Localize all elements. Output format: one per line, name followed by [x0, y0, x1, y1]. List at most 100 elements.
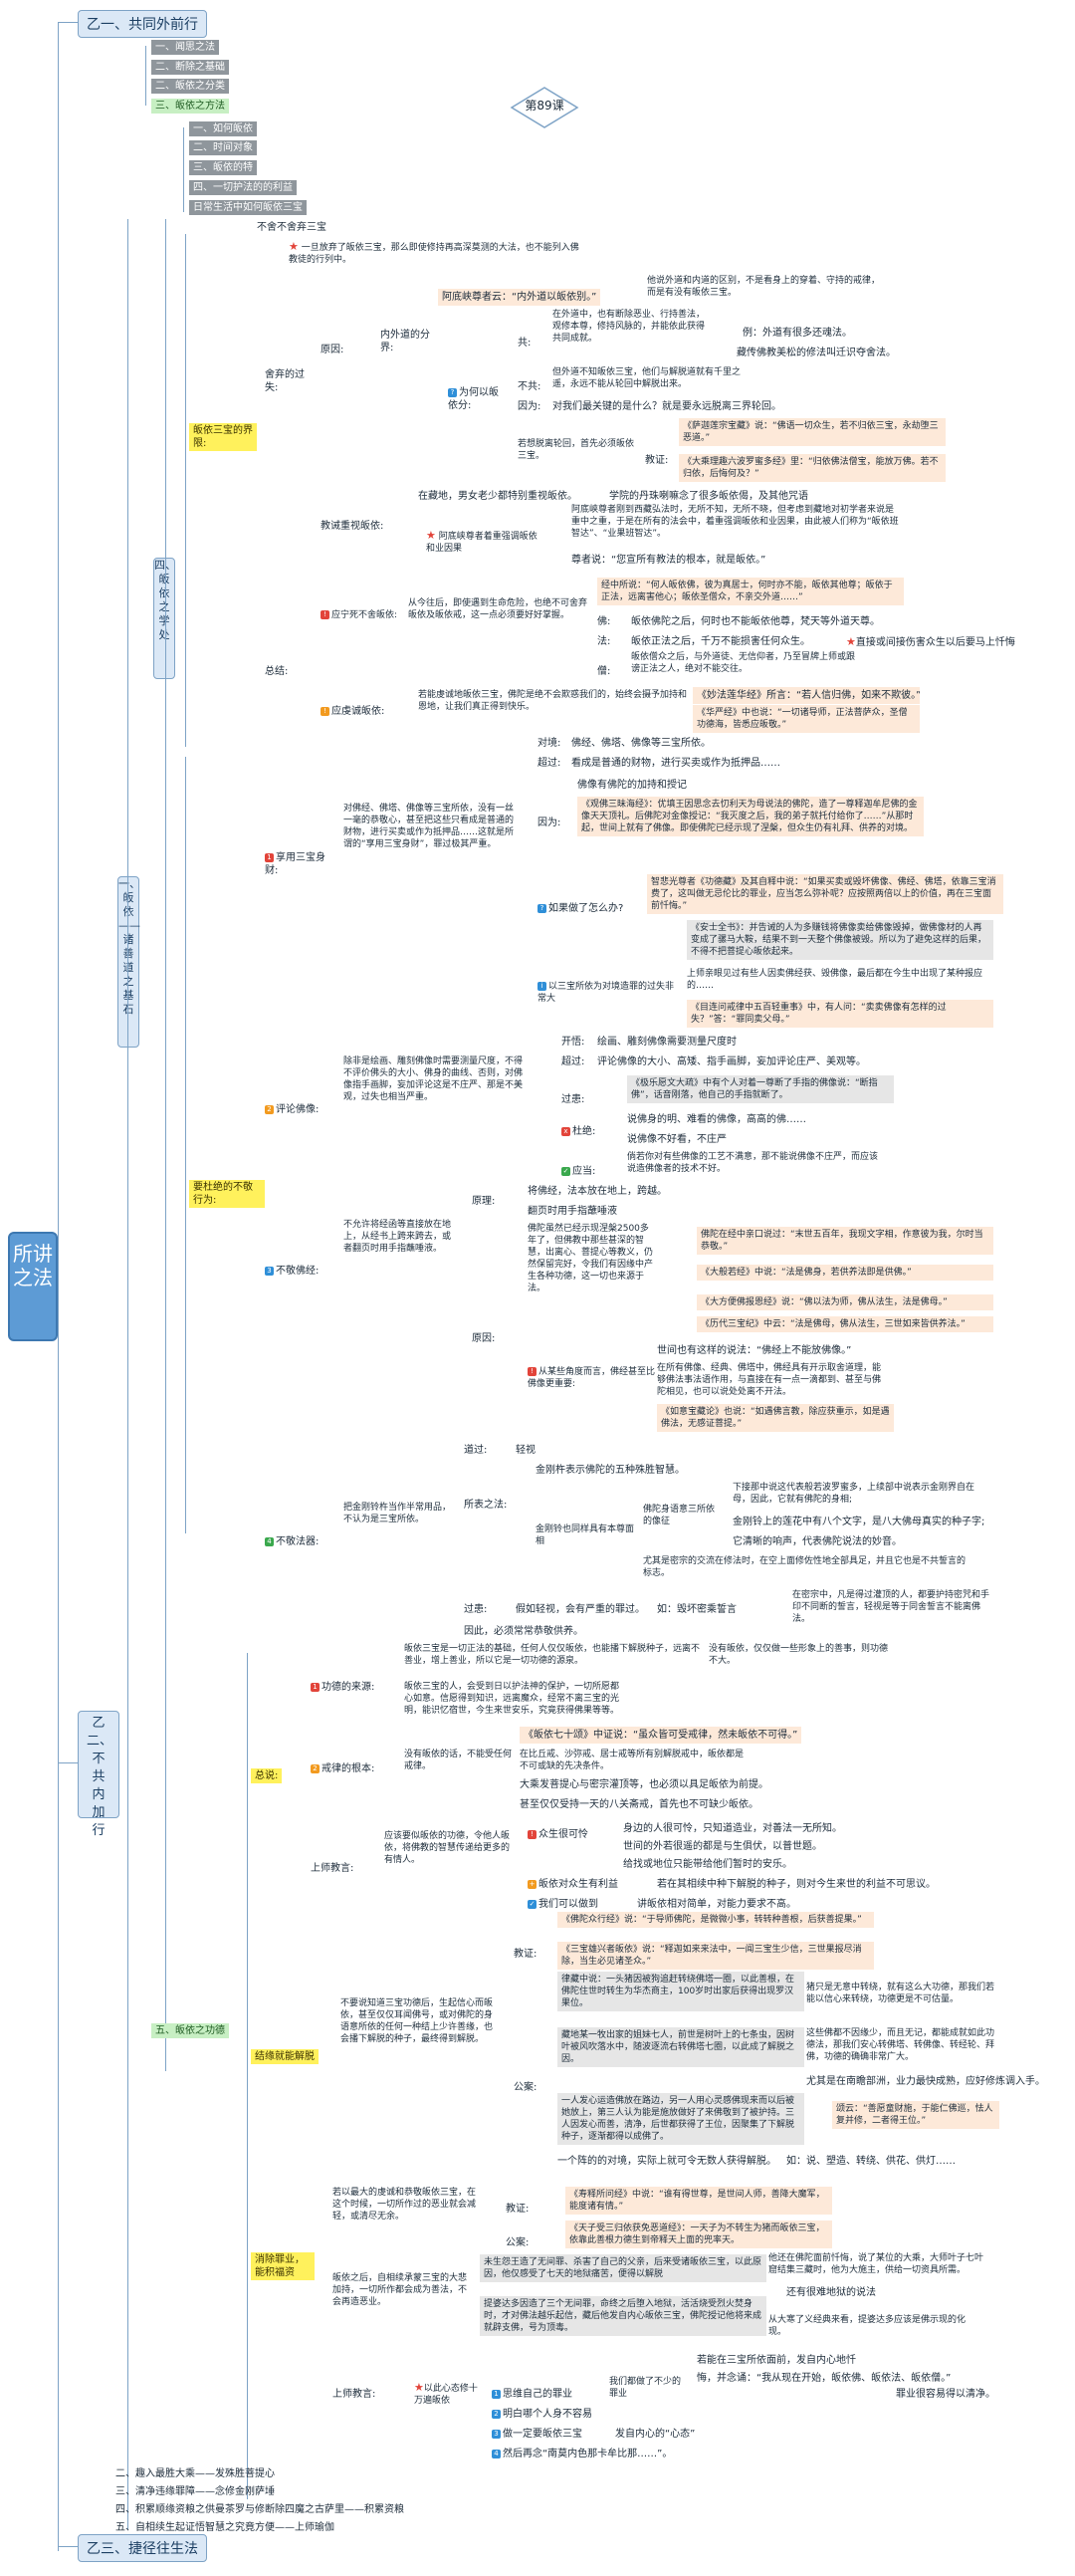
xc-s-2: 提婆达多因造了三个无间罪，命终之后堕入地狱，活活烧受烈火焚身时，才对佛法越乐起信… — [480, 2296, 766, 2336]
outline-item-1[interactable]: 一、闻思之法 — [151, 40, 219, 55]
seng-desc: 皈依僧众之后，与外道徒、无信仰者，乃至冒牌上师或跟谤正法之人，绝对不能交往。 — [631, 652, 856, 674]
gongde-desc: 皈依三宝是一切正法的基础，任何人仅仅皈依，也能播下解脱种子，远离不善业，增上善业… — [404, 1644, 701, 1666]
xc-s-desc: 皈依之后，自相续承蒙三宝的大悲加持，一切所作都会成为善法，不会再造恶业。 — [332, 2273, 468, 2307]
bottom-4[interactable]: 五、自相续生起证悟智慧之究竟方便——上师瑜伽 — [115, 2522, 334, 2533]
bell-icon: 4 — [265, 1536, 274, 1546]
section-2[interactable]: 乙二、不共内加行 — [78, 1711, 119, 1838]
method-5[interactable]: 日常生活中如何皈依三宝 — [189, 200, 307, 215]
teach-ex: 教诫重视皈依: — [321, 521, 384, 532]
xc-s-q2: 悔，并念诵：“我从现在开始，皈依佛、皈依法、皈依僧。” — [697, 2373, 952, 2384]
method-2[interactable]: 二、时间对象 — [189, 140, 257, 155]
guohuan-1: 假如轻视，会有严重的罪过。 — [516, 1604, 645, 1615]
yuanli-1: 将佛经，法本放在地上，跨越。 — [528, 1186, 667, 1197]
method-4[interactable]: 四、一切护法的的利益 — [189, 180, 297, 195]
yingduan-label: !应虔诚皈依: — [321, 705, 384, 718]
suoshi-2a: 佛陀身语意三所依的像征 — [643, 1505, 716, 1526]
chapter-one[interactable]: 一、皈依——诸善道之基石 — [117, 876, 140, 1048]
leave-desc: 若想脱离轮回，首先必须皈依三宝。 — [518, 439, 635, 461]
star-icon: ★ — [414, 2382, 424, 2394]
jiu-1: 《皈依七十颂》中证说：“虽众皆可受戒律，然未皈依不可得。” — [520, 1727, 802, 1744]
jieyuan-desc: 不要说知道三宝功德后，生起信心而皈依，甚至仅仅耳闻佛号，或对佛陀的身语意所依的任… — [340, 1998, 494, 2044]
zunjing-node[interactable]: 要杜绝的不敬行为: — [189, 1180, 265, 1208]
outline-item-3[interactable]: 二、皈依之分类 — [151, 79, 229, 94]
shangshi-label: 上师教言: — [311, 1863, 354, 1874]
example2: 藏传佛教美松的修法叫迁识夺舍法。 — [737, 348, 896, 358]
yuanyin-1: 佛陀在经中亲口说过：“末世五百年，我现文字相，作意彼为我，尔时当恭敬。” — [697, 1227, 993, 1255]
shangshi-1b: 世间的外若很遥的都是与生俱伏，以普世题。 — [623, 1841, 822, 1852]
gongde-3: 皈依三宝的人，会受到日以护法神的保护，一切所愿都心如意。信愿得到知识，远离魔众，… — [404, 1682, 620, 1716]
why-label: ?为何以皈依分: — [448, 387, 499, 411]
suoshi-2d: 它清晰的响声，代表佛陀说法的妙音。 — [733, 1536, 902, 1547]
bottom-2[interactable]: 三、清净违缘罪障——念修金刚萨埵 — [115, 2486, 275, 2497]
zongjie-node[interactable]: 总说: — [251, 1768, 283, 1783]
method-1[interactable]: 一、如何皈依 — [189, 121, 257, 136]
atisha-desc: 阿底峡尊者刚到西藏弘法时，无所不知，无所不晓，但考虑到藏地对初学者来说是重中之重… — [571, 505, 899, 539]
jieyuan-node[interactable]: 结缘就能解脱 — [251, 2049, 319, 2064]
arhat-quote: 阿底峡尊者云：“内外道以皈依别。” — [438, 289, 601, 306]
give-up: 舍弃的过失: — [265, 369, 305, 393]
yuanyin-4: 《历代三宝纪》中云：“法是佛母，佛从法生，三世如来皆供养法。” — [697, 1316, 993, 1332]
teach-label: 教证: — [645, 455, 669, 466]
atisha: ★ 阿底峡尊者着重强调皈依和业因果 — [426, 530, 538, 554]
fosi-label: 对境: — [538, 738, 561, 749]
cong-2: 《如意宝藏论》也说：“如遇佛言教，除应获重示，如是遇佛法，无感证菩提。” — [657, 1404, 894, 1432]
xc-s-label: 上师教言: — [332, 2389, 376, 2400]
jy-t2: 《三宝雄兴者皈依》说：“释迦如来来法中，一闻三宝生少信，三世果报尽消除，当生必见… — [557, 1942, 874, 1970]
four-precepts[interactable]: 四、皈依之学处 — [153, 558, 176, 679]
how-label: ?如果做了怎么办? — [538, 902, 623, 915]
shangshi-1: !众生很可怜 — [528, 1828, 588, 1841]
how-desc: 智悲光尊者《功德藏》及其自释中说：“如果买卖或毁坏佛像、佛经、佛塔，依靠三宝消费… — [647, 874, 1003, 914]
section-3[interactable]: 乙三、捷径往生法 — [78, 2534, 207, 2562]
yuanyin-label: 原因: — [472, 1333, 496, 1344]
jy-t-label: 教证: — [514, 1949, 538, 1960]
yinwei-quote: 《观佛三昧海经》：优填王因思念去忉利天为母说法的佛陀，造了一尊释迦牟尼佛的金像天… — [577, 797, 924, 836]
yuanli-label: 原理: — [472, 1196, 496, 1207]
method-3[interactable]: 三、皈依的特 — [189, 160, 257, 175]
fo-label: 佛: — [597, 616, 611, 627]
suoshi-2b: 下接那中说这代表般若波罗蜜多，上续部中说表示金刚界自在母，因此，它就有佛陀的身相… — [733, 1483, 975, 1505]
warning-icon: ! — [321, 610, 329, 619]
think-icon: 3 — [492, 2429, 501, 2439]
jy-g3: 一人发心运造佛放在路边，另一人用心灵感佛现来而以后被她放上，第三人认为能是施放做… — [557, 2093, 804, 2145]
bottom-3[interactable]: 四、积累顺缘资粮之供曼茶罗与修断除四魔之古萨里——积累资粮 — [115, 2504, 404, 2515]
jy-t1: 《佛陀众行经》说：“于导师佛陀，是微微小事，转转种善根，后获善提果。” — [557, 1912, 874, 1928]
xc-s-q: ★以此心态修十万遍皈依 — [414, 2382, 478, 2406]
zhizhi-2: 说佛像不好看，不庄严 — [627, 1134, 727, 1145]
section-1[interactable]: 乙一、共同外前行 — [78, 10, 207, 38]
learning-node[interactable]: 皈依三宝的界限: — [189, 423, 257, 451]
five-merits[interactable]: 五、皈依之功德 — [151, 2023, 229, 2038]
xc-s-1: 未生怨王造了无间罪、杀害了自己的父亲，后来受诸皈依三宝，以此原因，他仅感受了七天… — [480, 2254, 766, 2282]
other-qualities: 他说外道和内道的区别，不是看身上的穿着、守持的戒律，而是有没有皈依三宝。 — [647, 276, 881, 298]
common-label: 共: — [518, 338, 532, 349]
xiaochu-node[interactable]: 消除罪业，能积福资 — [251, 2252, 315, 2280]
bujingseng-desc: 把金刚铃杵当作半常用品，不认为是三宝所依。 — [343, 1503, 452, 1524]
yinwei-label: 因为: — [538, 818, 561, 828]
jy-g2c: 尤其是在南瞻部洲，业力最快成熟，应好修炼调入手。 — [806, 2076, 1045, 2087]
guohuan-4: 因此，必须常常恭敬供养。 — [464, 1626, 583, 1637]
outline-item-2[interactable]: 二、断除之基础 — [151, 60, 229, 75]
benefit-icon: + — [528, 1879, 537, 1889]
yuanli-2: 翻页时用手指蘸唾液 — [528, 1206, 617, 1217]
seng-label: 僧: — [597, 666, 611, 677]
note-icon: ! — [321, 706, 329, 716]
question-icon: ? — [538, 903, 546, 913]
guo-l-desc: 轻视 — [516, 1445, 536, 1456]
outline-item-4[interactable]: 三、皈依之方法 — [151, 99, 229, 114]
suoshi-1: 金刚杵表示佛陀的五种殊胜智慧。 — [536, 1465, 685, 1476]
jiangong: 尊者说：“您宣所有教法的根本，就是皈依。” — [571, 555, 766, 566]
suoshi-label: 所表之法: — [464, 1500, 508, 1511]
yuanyin-2: 《大般若经》中说：“法是佛身，若供养法即是供佛。” — [697, 1265, 993, 1281]
fo-desc: 皈依佛陀之后，何时也不能皈依他尊，梵天等外道天尊。 — [631, 616, 880, 627]
bottom-1[interactable]: 二、趣入最胜大乘——发殊胜菩提心 — [115, 2468, 275, 2479]
cong-label: !从某些角度而言，佛经甚至比佛像更重要: — [528, 1367, 656, 1389]
cong-1: 在所有佛像、经典、佛塔中，佛经具有开示取舍道理，能够佛法事法语作用，与直接在有一… — [657, 1363, 882, 1397]
shangshi-3a: 讲皈依相对简单，对能力要求不高。 — [637, 1899, 796, 1910]
yingduan-quote-1: 《妙法莲华经》所言：“若人信归佛，如来不欺彼。” — [693, 687, 920, 704]
reason-label: 原因: — [321, 345, 344, 355]
suoshi-2c: 金刚铃上的莲花中有八个文字，是八大佛母真实的种子字; — [733, 1517, 985, 1527]
